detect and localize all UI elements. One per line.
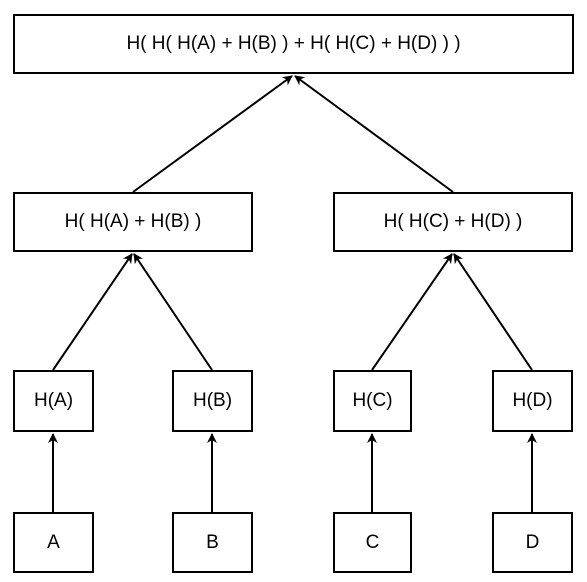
edge-hab-to-root [132, 75, 293, 193]
leaf-c-label: C [365, 531, 380, 553]
leaf-d-label: D [525, 531, 540, 553]
hash-a-node: H(A) [13, 370, 94, 432]
edge-hb-to-hab [133, 253, 213, 371]
edge-hd-to-hcd [453, 253, 533, 371]
hash-ab-label: H( H(A) + H(B) ) [64, 211, 202, 232]
hash-b-label: H(B) [192, 390, 233, 411]
leaf-c-node: C [333, 512, 412, 573]
hash-d-node: H(D) [492, 370, 573, 432]
leaf-a-node: A [13, 512, 94, 573]
hash-cd-label: H( H(C) + H(D) ) [383, 211, 523, 232]
hash-cd-node: H( H(C) + H(D) ) [333, 192, 573, 252]
root-hash-node: H( H( H(A) + H(B) ) + H( H(C) + H(D) ) ) [13, 14, 574, 74]
edge-ha-to-hab [52, 253, 133, 371]
hash-c-node: H(C) [333, 370, 412, 432]
hash-d-label: H(D) [512, 390, 553, 411]
hash-c-label: H(C) [352, 390, 393, 411]
hash-b-node: H(B) [172, 370, 253, 432]
leaf-b-label: B [206, 531, 219, 553]
leaf-a-label: A [47, 531, 60, 553]
edge-hcd-to-root [294, 75, 454, 193]
leaf-d-node: D [492, 512, 573, 573]
hash-ab-node: H( H(A) + H(B) ) [13, 192, 253, 252]
root-hash-label: H( H( H(A) + H(B) ) + H( H(C) + H(D) ) ) [126, 33, 461, 54]
edge-hc-to-hcd [371, 253, 453, 371]
leaf-b-node: B [172, 512, 253, 573]
hash-a-label: H(A) [33, 390, 74, 411]
